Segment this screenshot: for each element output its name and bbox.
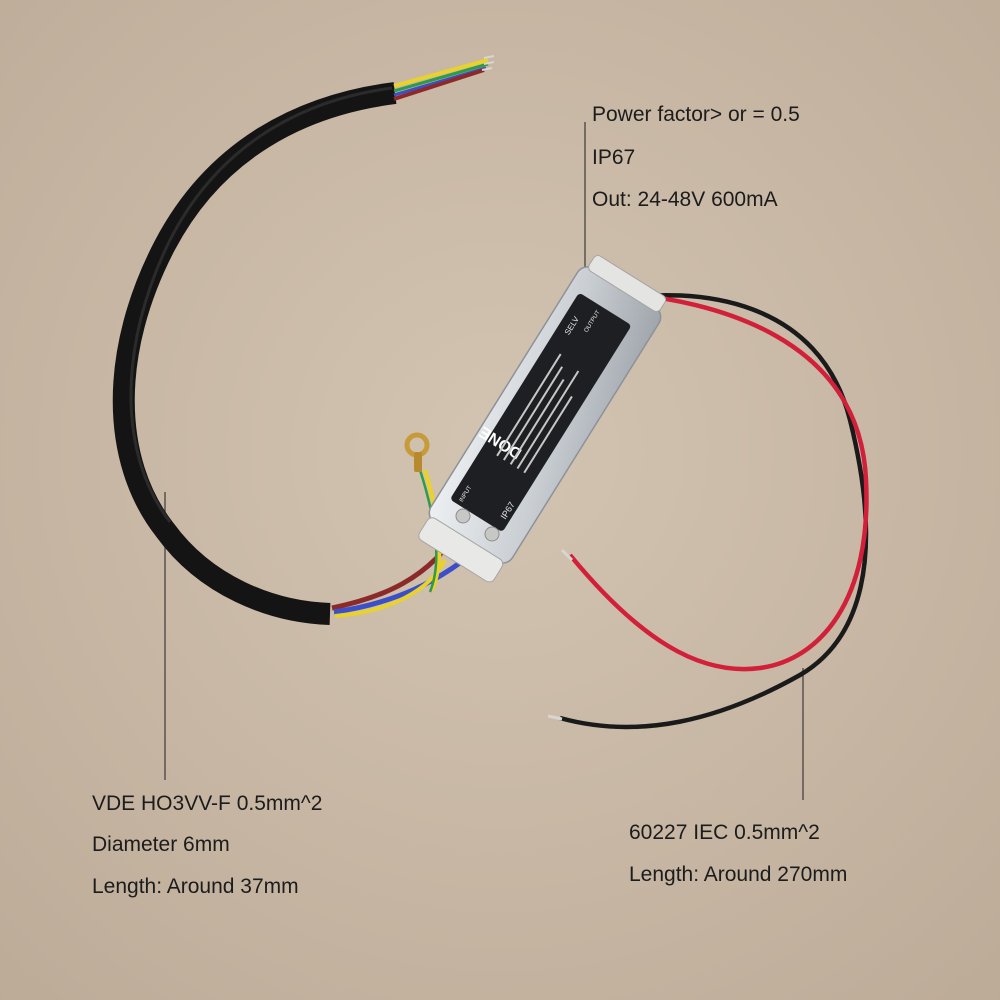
spec-power-factor: Power factor> or = 0.5: [592, 103, 800, 126]
spec-input-cable-length: Length: Around 37mm: [92, 875, 299, 898]
driver-endcap-output: [588, 255, 667, 313]
spec-input-cable-type: VDE HO3VV-F 0.5mm^2: [92, 792, 323, 815]
spec-output: Out: 24-48V 600mA: [592, 188, 778, 211]
driver-label-panel: [451, 293, 631, 531]
spec-output-wire-type: 60227 IEC 0.5mm^2: [629, 821, 820, 844]
input-cable-highlight: [129, 86, 393, 523]
spec-ip-rating: IP67: [592, 146, 636, 169]
output-wire-red: [568, 289, 869, 672]
grommet-2: [484, 526, 500, 542]
spec-output-wire-length: Length: Around 270mm: [629, 863, 848, 886]
input-wire-ends: [393, 55, 495, 101]
driver-endcap-input: [418, 517, 504, 583]
led-driver: DONE IP67 SELV INPUT OUTPUT: [418, 255, 667, 583]
black-wire-strip: [547, 714, 563, 721]
output-wire-black: [559, 292, 869, 730]
spec-input-cable-diameter: Diameter 6mm: [92, 833, 230, 856]
grommet-1: [455, 508, 471, 524]
ring-terminal: [404, 432, 430, 472]
red-wire-strip: [560, 548, 574, 562]
input-cable-sheath: [112, 82, 397, 625]
